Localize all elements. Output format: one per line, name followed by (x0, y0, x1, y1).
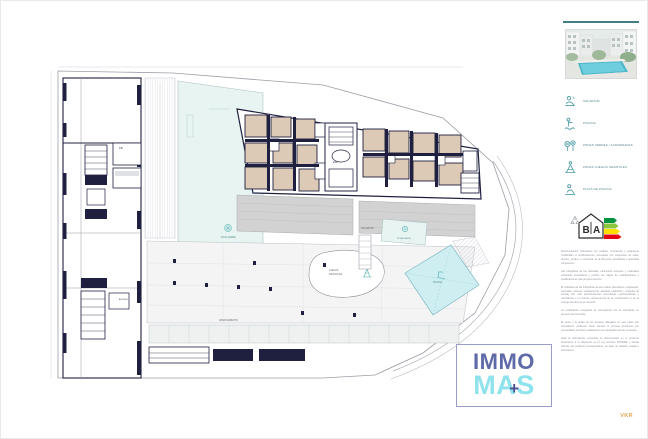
legend-item-playa-piscina: PLAYA DE PISCINA (563, 179, 641, 201)
tree-icon (224, 224, 232, 232)
pool-icon (436, 271, 446, 280)
column-markers (173, 259, 356, 317)
svg-text:ESC.: ESC. (333, 161, 339, 164)
perimeter-road-edge-outer (390, 155, 523, 380)
fineprint-paragraph: El mobiliario de las infografías de este… (561, 285, 639, 305)
watermark-text: VKR (620, 413, 633, 419)
apartment-core-central: ESC. (324, 122, 358, 192)
fineprint-paragraph: Toda la información contenida se documen… (561, 337, 639, 352)
legend-item-solarium: SOLARIUM (563, 91, 641, 113)
green-patch-right: ZONA VERDE (380, 218, 428, 246)
svg-text:ACCESO: ACCESO (119, 298, 129, 301)
pool-icon (563, 116, 578, 133)
logo-mas-text: MAS + (473, 370, 535, 401)
legal-fineprint: Documentación informativa sin carácter c… (561, 250, 639, 357)
perimeter-road-edge (392, 160, 517, 372)
dimension-lines (50, 66, 463, 378)
fineprint-paragraph: El cierre y la grafía de los escasos dib… (561, 321, 639, 332)
entry-ramp (148, 346, 305, 364)
svg-text:A: A (593, 225, 600, 236)
svg-text:ZONA VERDE: ZONA VERDE (221, 236, 236, 239)
legend-label-piscina: PISCINA (583, 121, 596, 126)
tree-icon-2 (401, 225, 409, 233)
trees-icon (563, 138, 578, 155)
svg-text:SOLARIUM: SOLARIUM (361, 227, 374, 230)
hero-photo (565, 29, 637, 79)
legend-label-solarium: SOLARIUM (583, 99, 600, 104)
immomas-logo: IMMO MAS + (456, 344, 552, 407)
svg-text:JUEGOS: JUEGOS (329, 270, 339, 272)
swimming-pool: PISCINA (404, 236, 490, 316)
solarium-icon (563, 94, 578, 111)
legend-label-playa-piscina: PLAYA DE PISCINA (583, 187, 612, 192)
fineprint-paragraph: La certificación energética se correspon… (561, 309, 639, 317)
legend-label-juegos-infantiles: ZONAS JUEGOS INFANTILES (583, 165, 628, 170)
site-plan-drawing: P.B. ACCESO Z (50, 66, 523, 380)
amenities-legend: SOLARIUM PISCINA (563, 91, 641, 201)
exterior-stair (358, 234, 372, 270)
energy-certificate-block: B A (561, 213, 641, 244)
playground-slide-icon (563, 160, 578, 177)
fineprint-paragraph: Las infografías de las fachadas, element… (561, 269, 639, 281)
svg-text:INFANTILES: INFANTILES (329, 273, 343, 276)
svg-text:ZONA VERDE: ZONA VERDE (397, 237, 412, 240)
left-building-block: P.B. ACCESO (62, 77, 142, 379)
svg-text:B: B (583, 225, 590, 236)
site-plan: P.B. ACCESO Z (23, 23, 531, 421)
logo-immo-text: IMMO (473, 349, 535, 375)
energy-rating-house-icon: B A (561, 213, 641, 239)
apartment-block-main: ESC. (236, 108, 482, 200)
logo-plus-symbol: + (509, 378, 520, 398)
legend-item-piscina: PISCINA (563, 113, 641, 135)
pool-beach-icon (563, 182, 578, 199)
svg-text:APARCAMIENTO: APARCAMIENTO (219, 319, 238, 322)
svg-text:P.B.: P.B. (119, 147, 124, 150)
legend-item-zonas-verdes: ZONAS VERDES / AJARDINADAS (563, 135, 641, 157)
sidebar: SOLARIUM PISCINA (549, 15, 641, 427)
apartment-rooms-left (244, 114, 328, 192)
hero-photo-illustration (566, 30, 636, 78)
sidebar-top-rule (563, 21, 639, 23)
legend-item-juegos-infantiles: ZONAS JUEGOS INFANTILES (563, 157, 641, 179)
paved-strip-upper-left (144, 77, 176, 239)
logo-mas-label: MAS (473, 370, 535, 401)
svg-text:PISCINA: PISCINA (433, 281, 443, 284)
recycle-icon (570, 215, 580, 224)
apartment-rooms-right (362, 128, 478, 187)
fineprint-paragraph: Documentación informativa sin carácter c… (561, 250, 639, 265)
legend-label-zonas-verdes: ZONAS VERDES / AJARDINADAS (583, 143, 633, 148)
parking-strip: APARCAMIENTO (148, 319, 460, 344)
